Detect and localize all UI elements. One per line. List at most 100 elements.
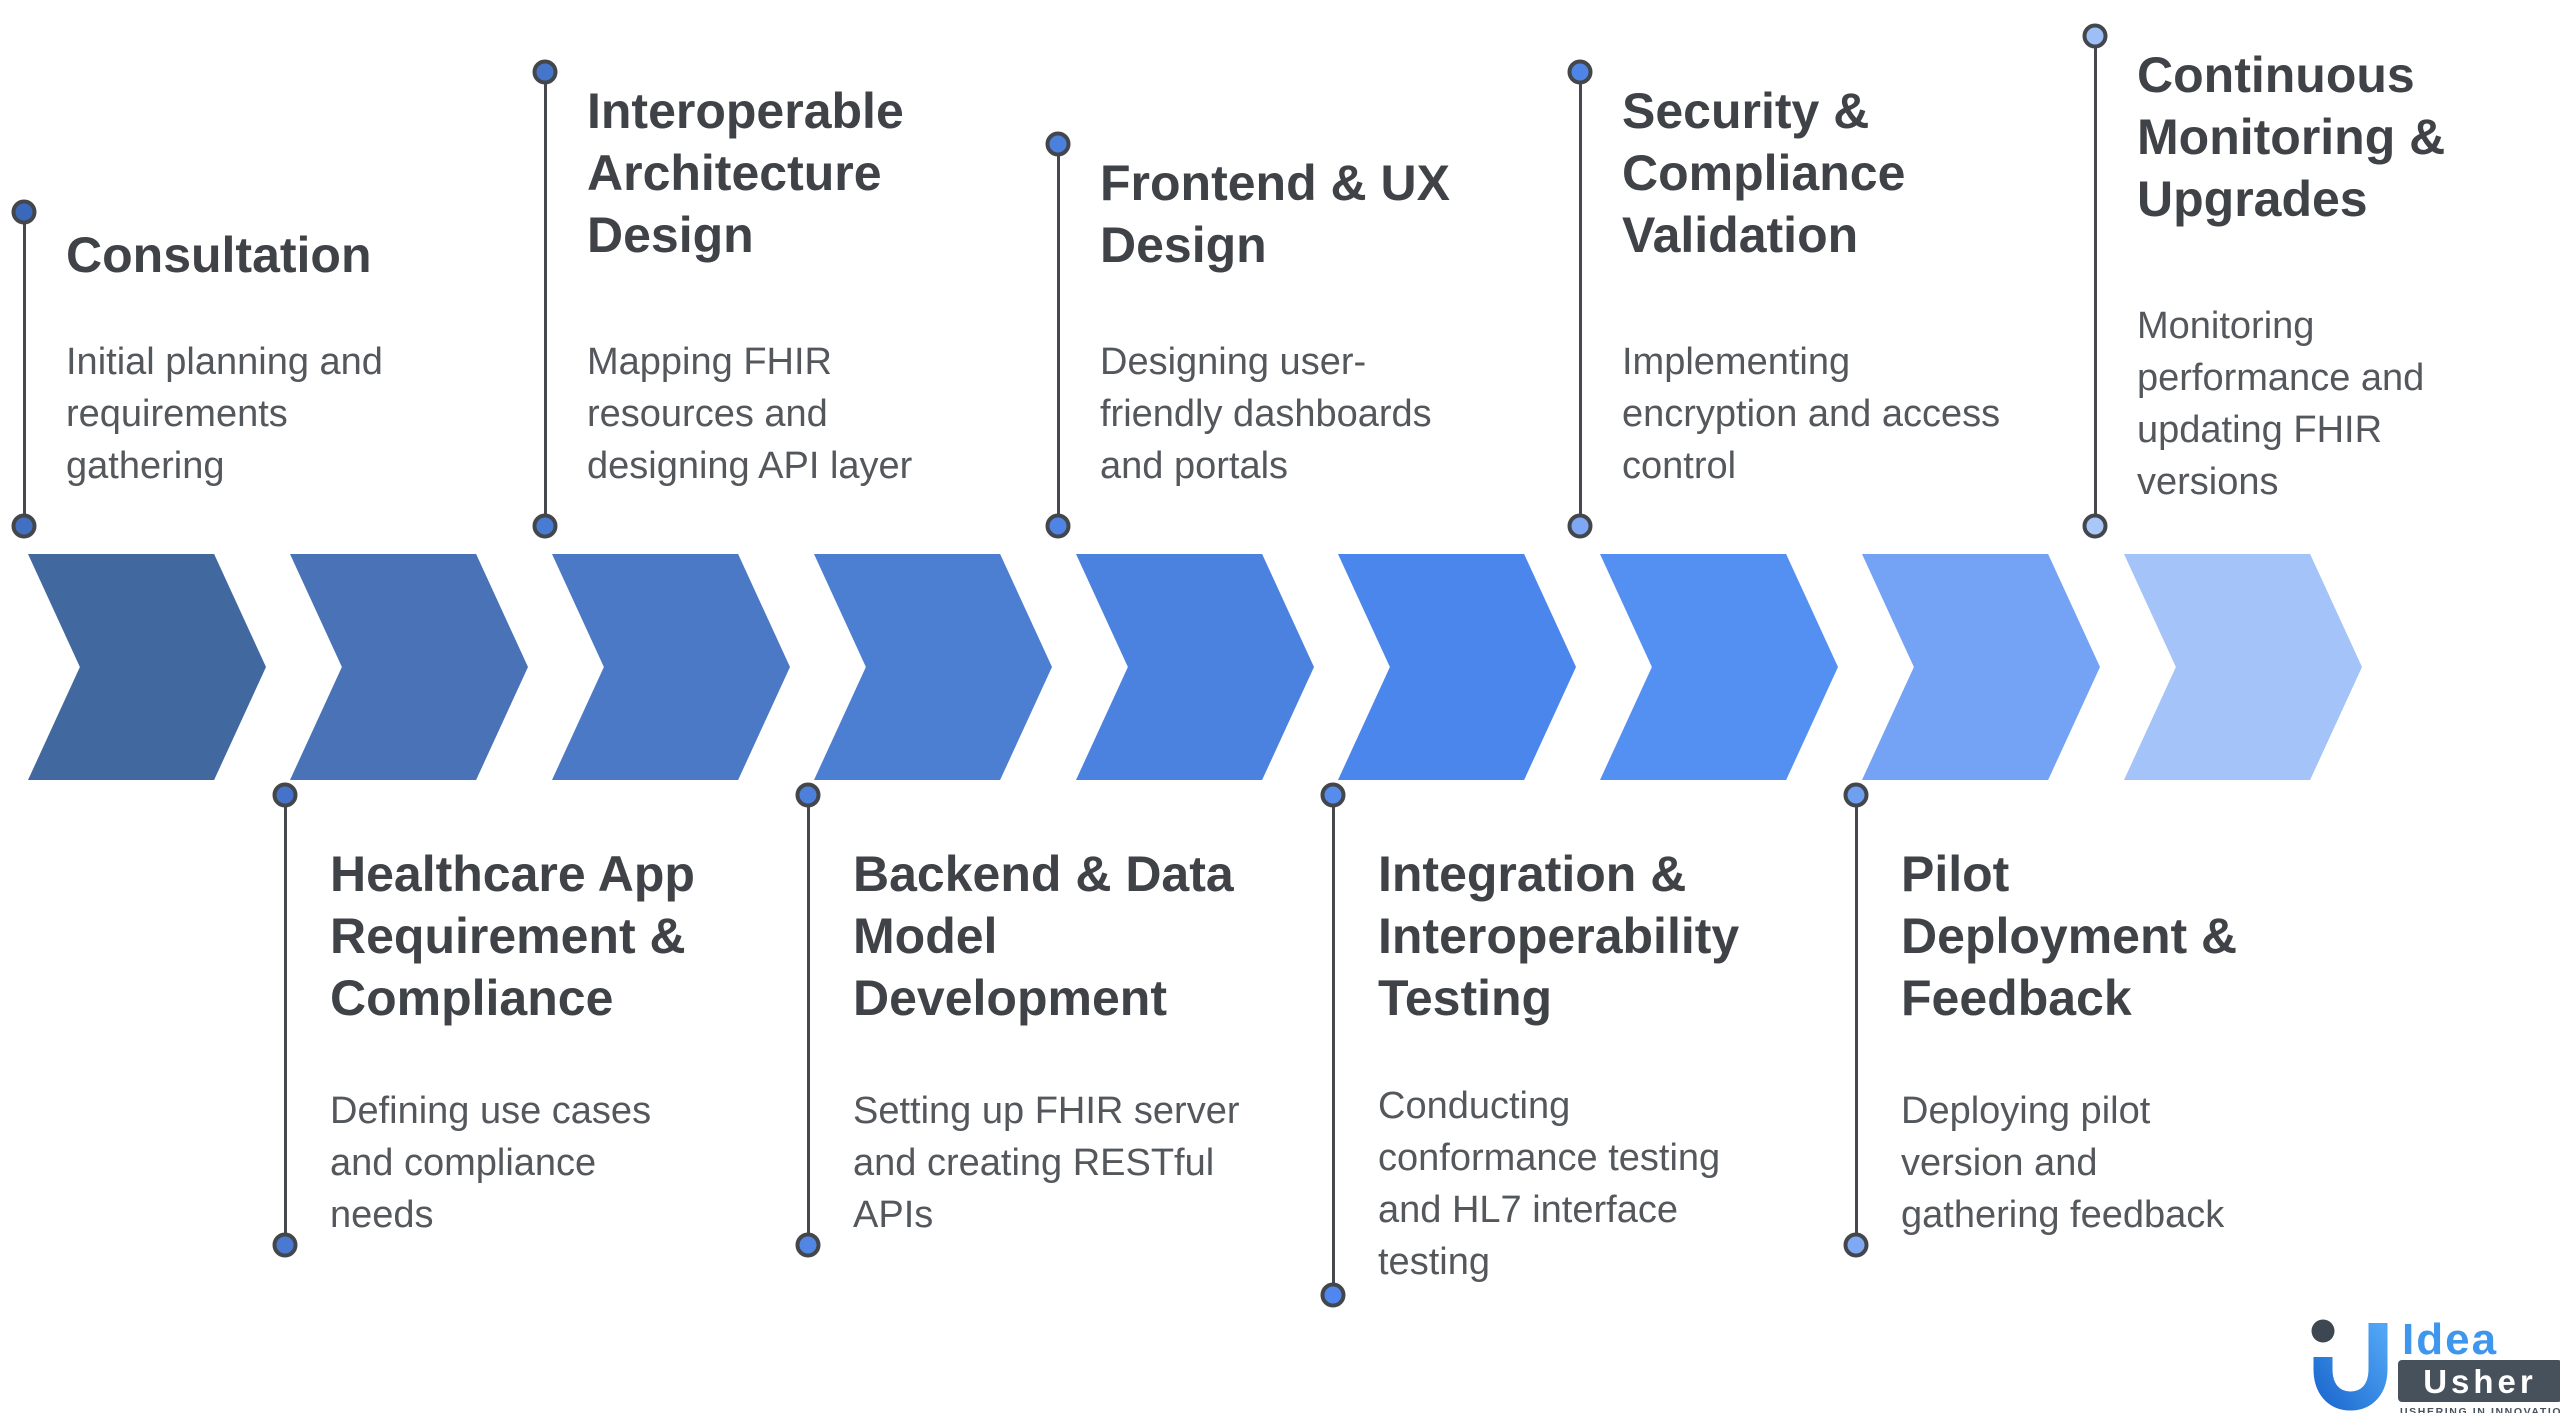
- timeline-dot: [795, 1232, 821, 1258]
- desc-line: Defining use cases: [330, 1090, 652, 1132]
- step-title-integration-interoperability-testing: Integration & Interoperability Testing: [1378, 843, 1739, 1029]
- desc-line: gathering feedback: [1901, 1194, 2225, 1236]
- timeline-dot: [1045, 131, 1071, 157]
- desc-line: APIs: [853, 1194, 934, 1236]
- chevron-5: [1076, 554, 1314, 780]
- title-line: Frontend & UX: [1100, 155, 1450, 211]
- timeline-dot: [2082, 23, 2108, 49]
- step-desc-backend-data-model-development: Setting up FHIR server and creating REST…: [853, 1085, 1239, 1241]
- desc-line: version and: [1901, 1142, 2098, 1184]
- title-line: Compliance: [1622, 145, 1906, 201]
- title-line: Healthcare App: [330, 846, 695, 902]
- step-desc-consultation: Initial planning and requirements gather…: [66, 336, 383, 492]
- desc-line: performance and: [2137, 357, 2425, 399]
- desc-line: Monitoring: [2137, 305, 2315, 347]
- idea-usher-logo: Idea Usher USHERING IN INNOVATION: [2310, 1310, 2560, 1413]
- desc-line: designing API layer: [587, 445, 913, 487]
- chevron-7: [1600, 554, 1838, 780]
- desc-line: resources and: [587, 393, 828, 435]
- timeline-dot: [1045, 513, 1071, 539]
- step-title-continuous-monitoring-upgrades: Continuous Monitoring & Upgrades: [2137, 44, 2445, 230]
- tick-line: [22, 212, 26, 526]
- logo-usher-box: Usher: [2398, 1360, 2560, 1402]
- step-desc-security-compliance-validation: Implementing encryption and access contr…: [1622, 336, 2000, 492]
- title-line: Deployment &: [1901, 908, 2238, 964]
- desc-line: conformance testing: [1378, 1137, 1721, 1179]
- desc-line: and creating RESTful: [853, 1142, 1215, 1184]
- step-desc-pilot-deployment-feedback: Deploying pilot version and gathering fe…: [1901, 1085, 2224, 1241]
- idea-usher-logo-mark: [2311, 1319, 2388, 1411]
- title-line: Architecture: [587, 145, 882, 201]
- logo-u-stroke: [2313, 1323, 2388, 1411]
- timeline-dot: [532, 59, 558, 85]
- chevron-2: [290, 554, 528, 780]
- step-title-frontend-ux-design: Frontend & UX Design: [1100, 152, 1450, 276]
- tick-line: [1056, 144, 1060, 526]
- timeline-dot: [11, 513, 37, 539]
- title-line: Interoperability: [1378, 908, 1740, 964]
- tick-line: [2093, 36, 2097, 526]
- step-title-interoperable-architecture-design: Interoperable Architecture Design: [587, 80, 904, 266]
- desc-line: Implementing: [1622, 341, 1851, 383]
- desc-line: Conducting: [1378, 1085, 1571, 1127]
- timeline-dot: [1567, 513, 1593, 539]
- desc-line: encryption and access: [1622, 393, 2001, 435]
- timeline-dot: [11, 199, 37, 225]
- desc-line: testing: [1378, 1241, 1490, 1283]
- logo-i-dot: [2311, 1319, 2335, 1343]
- timeline-dot: [1567, 59, 1593, 85]
- title-line: Requirement &: [330, 908, 686, 964]
- step-title-security-compliance-validation: Security & Compliance Validation: [1622, 80, 1905, 266]
- chevron-4: [814, 554, 1052, 780]
- title-line: Feedback: [1901, 970, 2132, 1026]
- tick-line: [1331, 795, 1335, 1295]
- tick-line: [806, 795, 810, 1245]
- title-line: Upgrades: [2137, 171, 2368, 227]
- timeline-dot: [795, 782, 821, 808]
- desc-line: gathering: [66, 445, 225, 487]
- logo-tagline: USHERING IN INNOVATION: [2400, 1406, 2560, 1413]
- desc-line: needs: [330, 1194, 434, 1236]
- step-desc-interoperable-architecture-design: Mapping FHIR resources and designing API…: [587, 336, 912, 492]
- title-line: Continuous: [2137, 47, 2415, 103]
- desc-line: Setting up FHIR server: [853, 1090, 1240, 1132]
- step-desc-frontend-ux-design: Designing user- friendly dashboards and …: [1100, 336, 1432, 492]
- title-line: Design: [587, 207, 754, 263]
- title-line: Validation: [1622, 207, 1859, 263]
- chevron-9: [2124, 554, 2362, 780]
- desc-line: versions: [2137, 461, 2279, 503]
- desc-line: control: [1622, 445, 1737, 487]
- title-line: Testing: [1378, 970, 1553, 1026]
- title-line: Consultation: [66, 227, 372, 283]
- step-desc-integration-interoperability-testing: Conducting conformance testing and HL7 i…: [1378, 1080, 1720, 1288]
- step-title-healthcare-app-requirement-compliance: Healthcare App Requirement & Compliance: [330, 843, 695, 1029]
- step-desc-healthcare-app-requirement-compliance: Defining use cases and compliance needs: [330, 1085, 651, 1241]
- timeline-dot: [272, 1232, 298, 1258]
- title-line: Monitoring &: [2137, 109, 2446, 165]
- title-line: Development: [853, 970, 1167, 1026]
- timeline-dot: [272, 782, 298, 808]
- chevron-1: [28, 554, 266, 780]
- step-title-backend-data-model-development: Backend & Data Model Development: [853, 843, 1234, 1029]
- timeline-dot: [2082, 513, 2108, 539]
- title-line: Interoperable: [587, 83, 904, 139]
- timeline-dot: [1320, 1282, 1346, 1308]
- logo-usher-text: Usher: [2423, 1362, 2537, 1400]
- tick-line: [1854, 795, 1858, 1245]
- tick-line: [283, 795, 287, 1245]
- desc-line: and portals: [1100, 445, 1289, 487]
- title-line: Compliance: [330, 970, 614, 1026]
- tick-line: [1578, 72, 1582, 526]
- timeline-dot: [1320, 782, 1346, 808]
- tick-line: [543, 72, 547, 526]
- desc-line: and compliance: [330, 1142, 597, 1184]
- title-line: Pilot: [1901, 846, 2010, 902]
- chevron-3: [552, 554, 790, 780]
- chevron-8: [1862, 554, 2100, 780]
- title-line: Security &: [1622, 83, 1870, 139]
- desc-line: Deploying pilot: [1901, 1090, 2151, 1132]
- title-line: Model: [853, 908, 998, 964]
- step-title-pilot-deployment-feedback: Pilot Deployment & Feedback: [1901, 843, 2237, 1029]
- desc-line: friendly dashboards: [1100, 393, 1432, 435]
